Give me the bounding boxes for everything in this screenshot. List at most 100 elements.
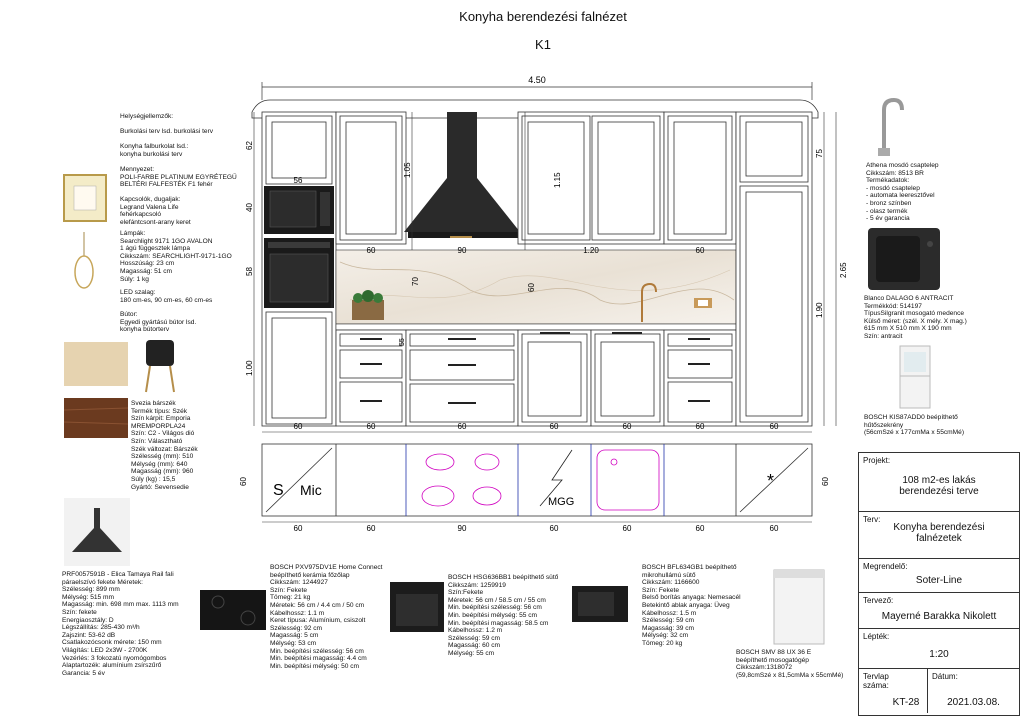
- height-dim-2: 40: [245, 203, 254, 212]
- upper-cabinet-60-left: [335, 111, 407, 245]
- faucet-icon: [641, 282, 657, 322]
- right-dim-1: 75: [815, 149, 824, 158]
- hood-dim-3: 70: [411, 277, 420, 286]
- base-cabinets: [335, 329, 737, 427]
- upper-cabinet-120: [517, 111, 665, 245]
- tb-terv: Terv: Konyha berendezési falnézetek: [859, 512, 1019, 559]
- left-lower-door: [265, 311, 333, 425]
- right-tall-column: [735, 111, 813, 427]
- view-label: K1: [535, 37, 551, 52]
- height-dim-3: 58: [245, 267, 254, 276]
- tb-tervezo-value: Mayerné Barakka Nikolett: [881, 611, 997, 622]
- cabinet-handles: [331, 290, 741, 404]
- bottom-width-4: 60: [550, 422, 559, 431]
- faucet-photo-image: [878, 97, 904, 156]
- tb-megrendelo-label: Megrendelő:: [863, 562, 908, 571]
- bottom-width-2: 60: [367, 422, 376, 431]
- wood-sample-image: [64, 342, 128, 386]
- wood-finish-image: [63, 398, 129, 438]
- hood-dim-2: 1.15: [553, 172, 562, 188]
- plan-width-7: 60: [770, 524, 779, 533]
- hood-photo-image: [64, 498, 130, 566]
- overall-width-label: 4.50: [528, 75, 546, 85]
- upper-cabinet-60-right: [663, 111, 737, 245]
- fridge-photo-image: [899, 345, 931, 409]
- top-width-3: 1.20: [583, 246, 599, 255]
- note-butor: Bútor: Egyedi gyártású bútor lsd. konyha…: [120, 311, 197, 334]
- note-fozolap: BOSCH PXV975DV1E Home Connect beépíthető…: [270, 564, 383, 670]
- plan-star-label: *: [767, 471, 774, 491]
- tb-terv-label: Terv:: [863, 515, 881, 524]
- top-width-2: 90: [458, 246, 467, 255]
- tb-megrendelo: Megrendelő: Soter-Line: [859, 559, 1019, 593]
- tb-tervezo-label: Tervező:: [863, 596, 894, 605]
- tb-tervezo: Tervező: Mayerné Barakka Nikolett: [859, 593, 1019, 629]
- top-width-1: 60: [367, 246, 376, 255]
- plan-width-1: 60: [294, 524, 303, 533]
- tb-datum-label: Dátum:: [932, 672, 958, 681]
- note-falburkolat: Konyha falburkolat lsd.: konyha burkolás…: [120, 143, 189, 158]
- sink-drain-icon: [610, 458, 618, 466]
- overall-width-dimension: [261, 82, 813, 100]
- note-helyseg: Helységjellemzők:: [120, 113, 174, 120]
- microwave-appliance: [264, 186, 334, 234]
- note-mosogato: Blanco DALAGO 6 ANTRACIT Termékkód: 5141…: [864, 295, 967, 340]
- tb-projekt-label: Projekt:: [863, 456, 891, 465]
- tb-projekt: Projekt: 108 m2-es lakás berendezési ter…: [859, 453, 1019, 512]
- plan-mic-label: Mic: [300, 482, 322, 498]
- bottom-width-3: 60: [458, 422, 467, 431]
- hob-photo-image: [200, 590, 266, 630]
- wall-socket-icon: [694, 298, 712, 308]
- marble-backsplash: [335, 249, 737, 325]
- plan-width-5: 60: [623, 524, 632, 533]
- vertical-dimension-lines: [253, 112, 837, 426]
- plan-width-6: 60: [696, 524, 705, 533]
- sink-photo-image: [868, 228, 940, 290]
- oven-photo-image: [390, 582, 444, 632]
- note-suto: BOSCH HSG636BB1 beépíthető sütő Cikkszám…: [448, 574, 559, 657]
- plan-width-4: 60: [550, 524, 559, 533]
- bottom-width-6: 60: [696, 422, 705, 431]
- note-hutoszekreny: BOSCH KIS87ADD0 beépíthető hűtőszekrény …: [864, 414, 965, 437]
- tb-tervlap-value: KT-28: [892, 697, 920, 708]
- tb-projekt-value: 108 m2-es lakás berendezési terve: [899, 475, 979, 497]
- bar-stool-image: [145, 340, 175, 393]
- light-switch-image: [63, 174, 107, 222]
- oven-top-width: 56: [294, 176, 303, 185]
- bottom-width-7: 60: [770, 422, 779, 431]
- plan-width-3: 90: [458, 524, 467, 533]
- countertop: [335, 323, 737, 331]
- pendant-lamp-image: [74, 232, 94, 289]
- height-dim-4: 1.00: [245, 360, 254, 376]
- note-lampak: Lámpák: Searchlight 9171 1GO AVALON 1 ág…: [120, 230, 232, 283]
- range-hood: [404, 112, 520, 238]
- note-mennyezet: Mennyezet: POLI-FARBE PLATINUM EGYRÉTEGŰ…: [120, 166, 237, 189]
- floor-plan-strip: [261, 443, 813, 517]
- tb-datum-value: 2021.03.08.: [947, 697, 1000, 708]
- plan-depth-left: 60: [239, 477, 248, 486]
- plan-depth-right: 60: [821, 477, 830, 486]
- tb-lepték-label: Lépték:: [863, 632, 890, 641]
- note-paraelszivo: PRF0057591B - Elica Tamaya Rail fali pár…: [62, 571, 179, 677]
- tb-terv-value: Konyha berendezési falnézetek: [893, 522, 985, 544]
- tb-footer: Tervlap száma: KT-28 Dátum: 2021.03.08.: [859, 669, 1019, 713]
- herb-planter: [352, 290, 384, 320]
- title-block: Projekt: 108 m2-es lakás berendezési ter…: [858, 452, 1020, 716]
- tb-lepték: Lépték: 1:20: [859, 629, 1019, 669]
- note-kapcsolok: Kapcsolók, dugaljak: Legrand Valena Life…: [120, 196, 191, 226]
- bottom-width-1: 60: [294, 422, 303, 431]
- top-width-4: 60: [696, 246, 705, 255]
- note-mosogatogep: BOSCH SMV 88 UX 36 E beépíthető mosogató…: [736, 649, 844, 679]
- dishwasher-bolt-icon: [539, 449, 573, 507]
- hood-dim-5: 55: [399, 338, 406, 346]
- note-csaptelep: Athena mosdó csaptelep Cikkszám: 8513 BR…: [866, 162, 939, 223]
- right-dim-2: 2.65: [839, 262, 848, 278]
- note-barszek: Svezia bárszék Termék típus: Szék Szín k…: [131, 400, 198, 491]
- plan-width-2: 60: [367, 524, 376, 533]
- oven-appliance: [264, 238, 334, 308]
- note-led: LED szalag: 180 cm-es, 90 cm-es, 60 cm-e…: [120, 289, 213, 304]
- plan-mgg-label: MGG: [548, 496, 574, 508]
- hob-burners: [421, 449, 660, 511]
- tb-lepték-value: 1:20: [929, 649, 949, 660]
